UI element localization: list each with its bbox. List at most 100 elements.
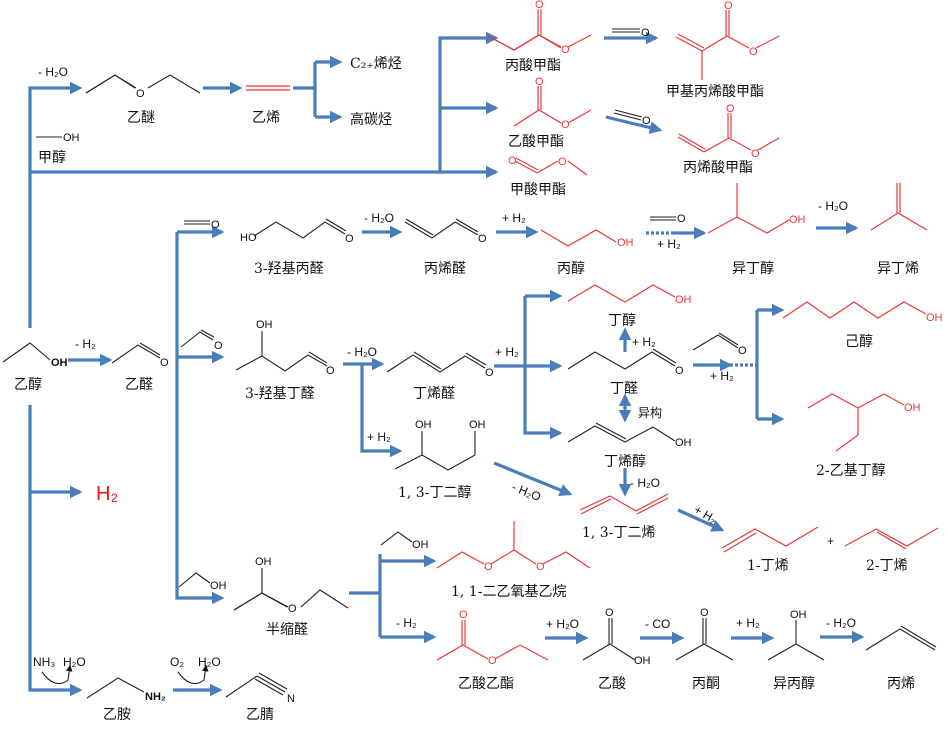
arrow-to-crotyl-alcohol — [523, 296, 563, 440]
label-c2plus: C₂₊烯烃 — [350, 56, 402, 72]
label-acetaldehyde: 乙醛 — [125, 377, 153, 393]
ethylbutanol-structure — [807, 393, 905, 409]
text-label: O — [749, 46, 758, 58]
label-ethylene: 乙烯 — [252, 110, 280, 126]
structures — [2, 28, 937, 699]
bond-line — [614, 109, 643, 118]
arrow-to-butanediol — [360, 364, 403, 458]
text-label: OH — [634, 655, 651, 667]
text-label: O — [485, 367, 494, 379]
label-crotonaldehyde: 丁烯醛 — [413, 386, 455, 402]
label-hexanol: 己醇 — [845, 333, 873, 350]
bond-line — [85, 74, 137, 94]
text-label: - H₂O — [630, 476, 660, 490]
text-label: + H₂ — [710, 369, 734, 383]
acetaldehyde-structure — [111, 344, 161, 364]
label-isobutene: 异丁烯 — [877, 261, 919, 277]
methyl-formate-structure — [567, 160, 588, 176]
acetonitrile-structure — [225, 675, 258, 698]
label-acetonitrile: 乙腈 — [246, 707, 274, 723]
label-butanal: 丁醛 — [610, 381, 638, 397]
acrolein-structure — [404, 221, 479, 239]
target-structures — [246, 9, 939, 661]
arrow-to-butenes — [677, 508, 725, 532]
text-label: O — [488, 655, 497, 667]
text-label: O₂ — [170, 655, 184, 669]
butene1-structure — [721, 526, 819, 549]
text-label: OH — [904, 402, 921, 414]
text-label: O — [536, 561, 545, 573]
label-hydrogen: H₂ — [96, 483, 118, 505]
nh3-h2o-curve-icon — [41, 664, 73, 685]
text-label: O — [459, 609, 468, 621]
butadiene-structure — [579, 493, 669, 512]
text-label: HO — [240, 232, 257, 244]
crotyl-alcohol-structure — [567, 425, 676, 443]
text-label: O — [535, 0, 544, 11]
bond-line — [900, 625, 937, 648]
label-butene1: 1-丁烯 — [747, 558, 789, 574]
text-label: OH — [675, 437, 692, 449]
bond-line — [876, 531, 907, 550]
text-label: O — [605, 607, 614, 619]
bond-line — [308, 351, 328, 364]
bond-line — [755, 35, 780, 49]
butanediol-structure — [394, 454, 476, 471]
bond-line — [139, 342, 161, 356]
bond-line — [835, 408, 859, 452]
arrow-to-ethylamine — [28, 405, 83, 697]
acetic-acid-structure — [582, 643, 636, 661]
methyl-acetate-structure — [567, 109, 592, 124]
text-label: O — [136, 88, 145, 100]
hydroxypropanal-structure — [253, 221, 346, 239]
label-diethoxyethane: 1, 1-二乙氧基乙烷 — [451, 583, 566, 600]
text-label: - H₂O — [818, 199, 848, 213]
bond-line — [256, 675, 286, 693]
label-hemiacetal: 半缩醛 — [266, 622, 308, 638]
text-label: O — [160, 357, 169, 369]
text-label: + H₂ — [736, 616, 760, 630]
text-label: NH₃ — [33, 655, 55, 669]
text-label: OH — [210, 580, 227, 592]
label-ether: 乙醚 — [127, 110, 155, 126]
label-ethanol: 乙醇 — [14, 376, 42, 393]
text-label: O — [558, 156, 567, 168]
text-label: + H₂ — [367, 430, 391, 444]
text-label: O — [641, 27, 650, 39]
bond-line — [180, 331, 214, 348]
label-methyl-formate: 甲酸甲酯 — [510, 182, 566, 198]
bond-line — [718, 332, 739, 346]
bond-line — [487, 34, 562, 51]
text-label: + H₂ — [495, 345, 519, 359]
text-label: OH — [469, 419, 486, 431]
text-label: O — [751, 148, 760, 160]
mma-structure — [677, 33, 705, 49]
isopropanol-structure — [767, 643, 825, 661]
diethoxyethane-structure — [542, 551, 591, 569]
text-label: O — [484, 561, 493, 573]
label-methyl-acrylate: 丙烯酸甲酯 — [683, 160, 753, 176]
text-label: O — [211, 219, 220, 231]
text-label: - H₂O — [510, 480, 543, 504]
bond-line — [536, 160, 559, 174]
bond-line — [678, 133, 706, 150]
text-label: O — [561, 44, 570, 56]
label-butanediol: 1, 3-丁二醇 — [398, 484, 471, 501]
label-hydroxypropanal: 3-羟基丙醛 — [254, 260, 324, 277]
label-butanol: 丁醇 — [608, 312, 636, 329]
text-label: O — [508, 155, 517, 167]
text-label: + — [827, 534, 834, 548]
bond-line — [436, 644, 489, 661]
bond-line — [513, 109, 562, 127]
bond-line — [380, 531, 413, 546]
text-label: OH — [415, 419, 432, 431]
text-label: OH — [617, 237, 634, 249]
text-label: - H₂O — [38, 65, 68, 79]
text-label: O — [214, 340, 223, 352]
propanol-structure — [540, 229, 617, 247]
arrow-to-ether — [28, 81, 83, 328]
arrow-to-methyl-propionate — [438, 31, 499, 172]
ethyl-acetate-structure — [494, 644, 549, 661]
atom-labels: O OH OH O O O HO O O O O O OH O O OH OH … — [51, 0, 943, 705]
bond-line — [692, 334, 739, 351]
